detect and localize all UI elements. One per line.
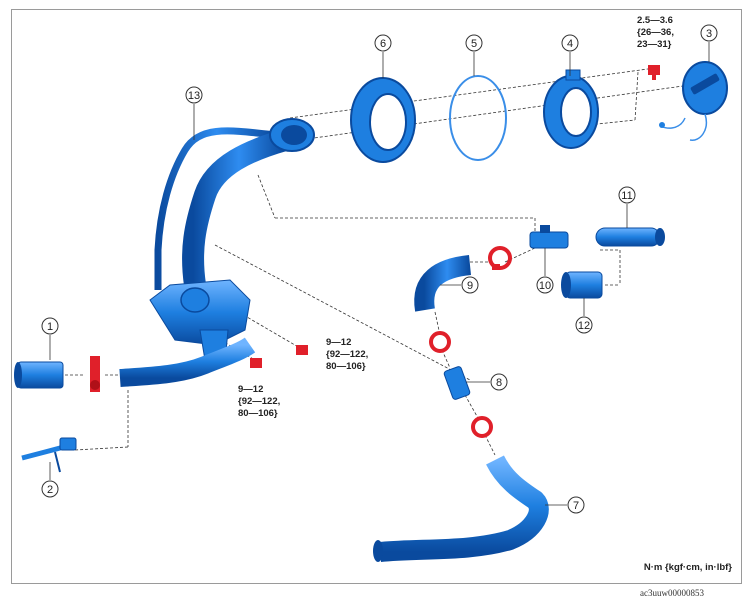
callout-10: 10 <box>536 248 554 294</box>
sensor-part-2 <box>21 437 77 473</box>
connector-part-8 <box>443 366 471 400</box>
svg-text:{92—122,: {92—122, <box>326 349 368 360</box>
clamp-red-8-7 <box>471 416 493 438</box>
callout-6: 6 <box>374 34 392 78</box>
svg-text:2.5—3.6: 2.5—3.6 <box>637 15 673 26</box>
clamp-red-9-8 <box>429 331 451 353</box>
callout-3: 3 <box>700 24 718 62</box>
svg-text:5: 5 <box>471 38 477 50</box>
svg-text:{26—36,: {26—36, <box>637 27 674 38</box>
torque-spec-mid: 9—12 {92—122, 80—106} <box>326 337 368 372</box>
svg-text:{92—122,: {92—122, <box>238 396 280 407</box>
svg-text:9: 9 <box>467 280 473 292</box>
clamp-red-10 <box>488 246 512 270</box>
hose-part-11 <box>595 227 665 247</box>
callout-12: 12 <box>575 298 593 334</box>
svg-text:2: 2 <box>47 484 53 496</box>
cap-housing-part-4 <box>543 69 599 149</box>
callout-13: 13 <box>185 86 203 140</box>
svg-text:11: 11 <box>621 190 632 202</box>
callout-5: 5 <box>465 34 483 76</box>
diagram-frame <box>11 9 742 584</box>
svg-text:3: 3 <box>706 28 712 40</box>
bolt-red-mid <box>250 345 308 368</box>
svg-text:7: 7 <box>573 500 579 512</box>
svg-text:13: 13 <box>188 90 200 102</box>
o-ring-part-5 <box>449 75 507 161</box>
callout-7: 7 <box>545 496 585 514</box>
callout-2: 2 <box>41 462 59 498</box>
torque-spec-low: 9—12 {92—122, 80—106} <box>238 384 280 419</box>
torque-spec-top: 2.5—3.6 {26—36, 23—31} <box>637 15 674 50</box>
gasket-part-6 <box>350 77 416 163</box>
callout-4: 4 <box>561 34 579 76</box>
svg-text:80—106}: 80—106} <box>238 408 278 419</box>
hose-part-7 <box>373 455 549 562</box>
clamp-red <box>90 356 100 392</box>
hose-part-1 <box>14 361 64 389</box>
svg-text:1: 1 <box>47 321 53 333</box>
units-note: N·m {kgf·cm, in·lbf} <box>644 562 732 573</box>
svg-text:9—12: 9—12 <box>238 384 263 395</box>
filler-pipe-part-13 <box>119 118 315 396</box>
callout-1: 1 <box>41 317 59 360</box>
connector-part-10 <box>529 225 569 249</box>
image-code: ac3uuw00000853 <box>640 588 704 598</box>
callout-8: 8 <box>466 373 508 391</box>
svg-text:10: 10 <box>539 280 551 292</box>
hose-part-12 <box>561 271 603 299</box>
svg-text:12: 12 <box>578 320 590 332</box>
hose-part-9 <box>414 255 472 312</box>
svg-text:9—12: 9—12 <box>326 337 351 348</box>
fuel-cap-part-3 <box>659 61 728 141</box>
svg-text:80—106}: 80—106} <box>326 361 366 372</box>
svg-text:8: 8 <box>496 377 502 389</box>
svg-text:23—31}: 23—31} <box>637 39 672 50</box>
callout-9: 9 <box>440 276 479 294</box>
bolt-red-top <box>648 65 660 80</box>
svg-text:4: 4 <box>567 38 573 50</box>
svg-text:6: 6 <box>380 38 386 50</box>
callout-11: 11 <box>618 186 636 228</box>
